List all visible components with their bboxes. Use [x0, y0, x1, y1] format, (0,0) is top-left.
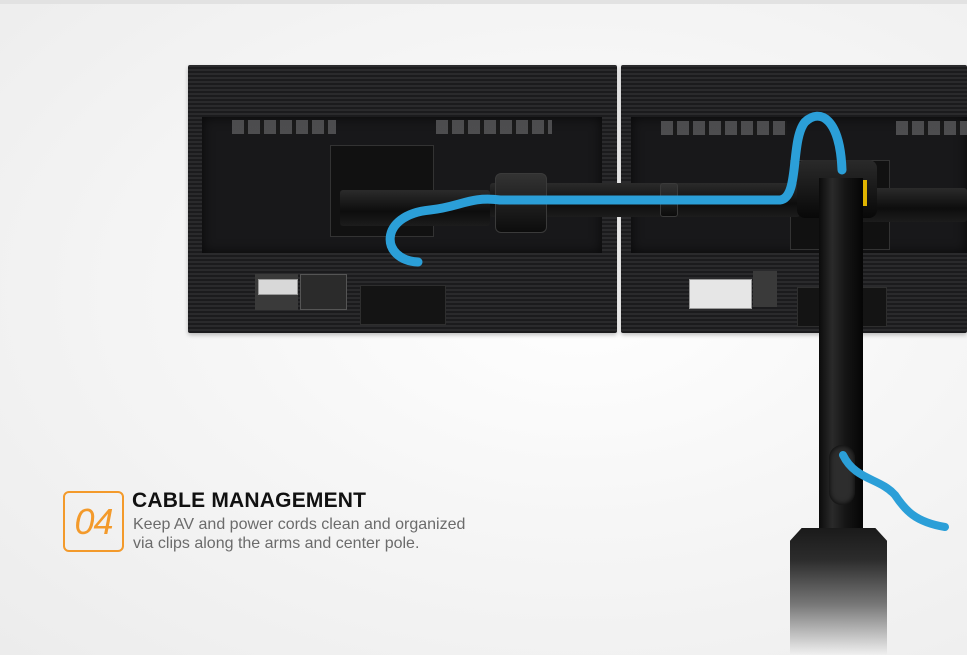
vent: [232, 120, 336, 134]
description-line: Keep AV and power cords clean and organi…: [133, 516, 466, 533]
stand-slot: [360, 285, 446, 325]
cert-label: [300, 274, 347, 310]
serial-sticker: [258, 279, 298, 295]
description-line: via clips along the arms and center pole…: [133, 535, 420, 552]
right-arm: [860, 188, 967, 222]
vent: [896, 121, 967, 135]
feature-title: CABLE MANAGEMENT: [132, 489, 367, 512]
top-border: [0, 0, 967, 4]
serial-sticker: [689, 279, 752, 309]
feature-number-badge: 04: [63, 491, 124, 552]
vent: [661, 121, 787, 135]
left-arm-segment: [340, 190, 490, 226]
cert-label: [753, 271, 777, 307]
desk-clamp-base: [790, 528, 887, 655]
vent: [436, 120, 552, 134]
feature-description: Keep AV and power cords clean and organi…: [133, 515, 465, 553]
